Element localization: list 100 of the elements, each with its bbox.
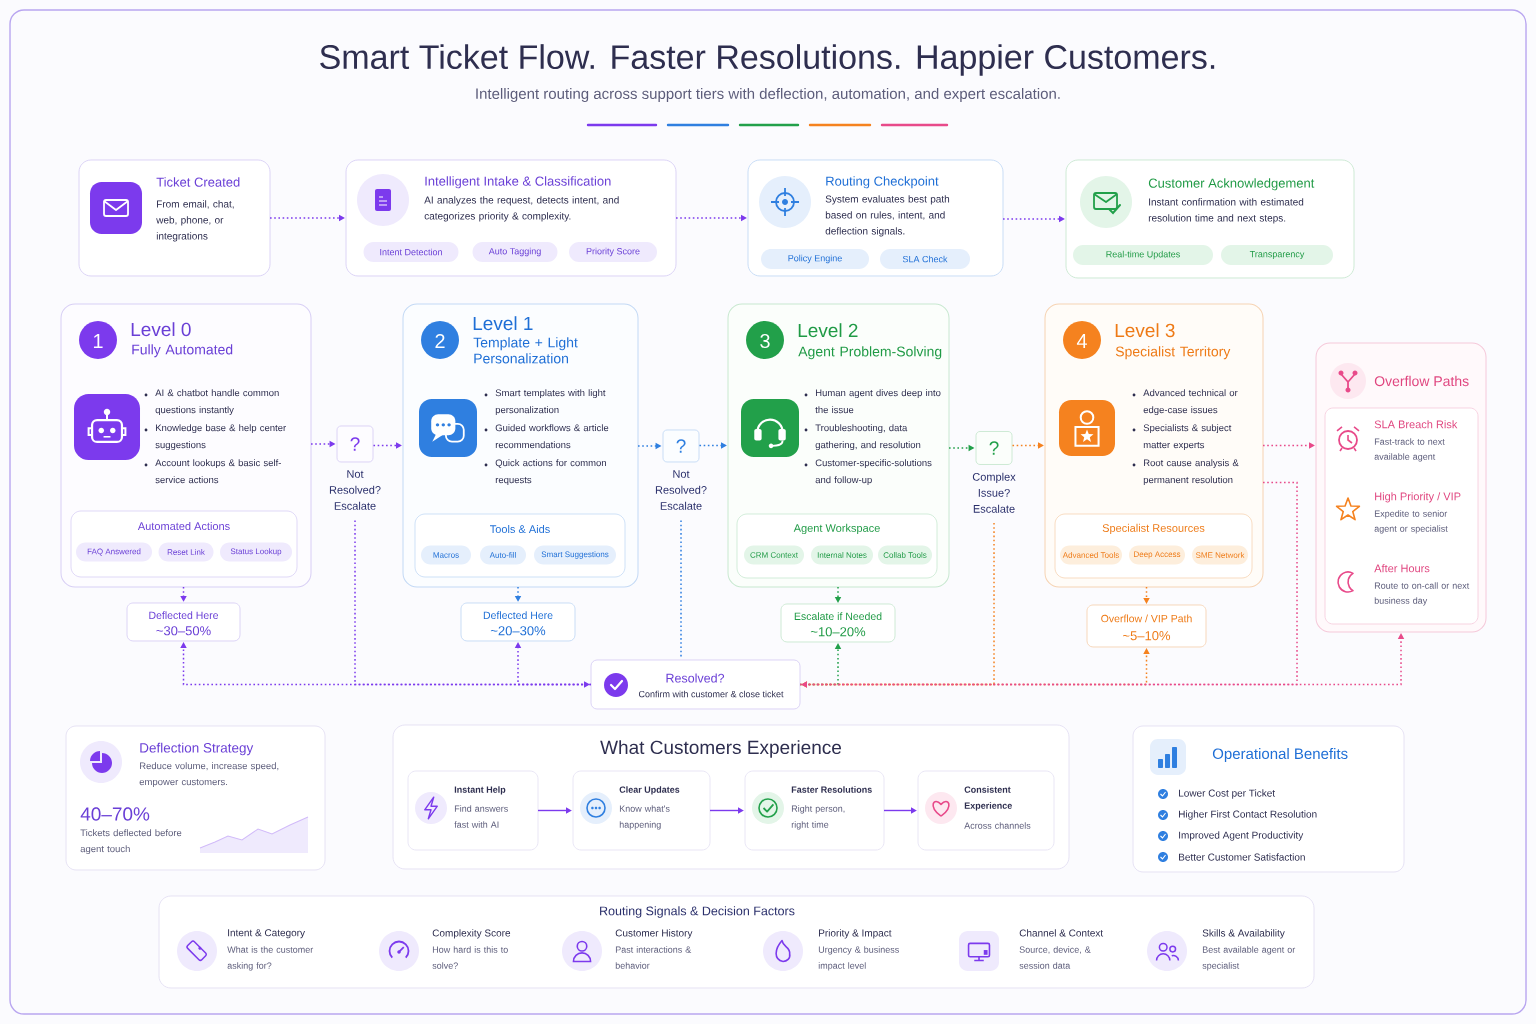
number-badge: 4 xyxy=(1063,321,1101,359)
item-title: Skills & Availability xyxy=(1202,929,1285,939)
number-badge: 1 xyxy=(79,321,117,359)
card-description: From email, chat, web, phone, or integrations xyxy=(156,200,234,242)
panel-title: What Customers Experience xyxy=(600,740,842,758)
card-title: Customer Acknowledgement xyxy=(1148,178,1315,191)
tag-chip: Internal Notes xyxy=(811,545,873,565)
stat-value: 40–70% xyxy=(80,807,150,821)
number-badge: 2 xyxy=(421,321,459,359)
panel-title: Automated Actions xyxy=(137,521,230,531)
check-item: Improved Agent Productivity xyxy=(1158,831,1304,841)
bullet-item: Quick actions for common requests xyxy=(484,459,606,486)
item-description: Route to on-call or next business day xyxy=(1374,582,1470,606)
stat-box: Deflected Here ~30–50% xyxy=(126,602,241,642)
item-title: Complexity Score xyxy=(432,929,511,939)
tag-chip: Smart Suggestions xyxy=(534,545,616,565)
panel-title: Routing Signals & Decision Factors xyxy=(600,906,795,918)
panel-title: Overflow Paths xyxy=(1374,375,1469,387)
bullet-item: Knowledge base & help center suggestions xyxy=(144,424,286,451)
tag-chip: Priority Score xyxy=(569,242,657,262)
level-title: Level 1 xyxy=(473,316,533,331)
arrow xyxy=(537,807,572,814)
arrow xyxy=(801,481,1298,688)
resolution-box: Resolved? Confirm with customer & close ticket xyxy=(590,659,801,710)
panel-title: Tools & Aids xyxy=(490,524,550,534)
tag-chip: CRM Context xyxy=(744,545,804,565)
stat-box: Escalate if Needed ~10–20% xyxy=(780,603,896,643)
item-title: Priority & Impact xyxy=(819,929,892,939)
card-title: Deflection Strategy xyxy=(140,742,254,756)
item-title: Faster Resolutions xyxy=(791,786,872,793)
level-subtitle: Specialist Territory xyxy=(1115,346,1231,360)
level-title: Level 2 xyxy=(798,323,858,338)
arrow xyxy=(354,519,590,688)
item-title: Intent & Category xyxy=(228,929,305,939)
panel-title: Specialist Resources xyxy=(1102,523,1205,535)
bullet-item: Root cause analysis & permanent resolution xyxy=(1132,459,1239,486)
item-description: Expedite to senior agent or specialist xyxy=(1374,510,1448,534)
level-subtitle: Template + Light Personalization xyxy=(473,337,578,364)
question-box: ? xyxy=(336,425,374,463)
item-title: SLA Breach Risk xyxy=(1374,420,1458,429)
check-item: Better Customer Satisfaction xyxy=(1158,852,1305,862)
item-description: What is the customer asking for? xyxy=(227,946,314,971)
title-text: Smart Ticket Flow. Faster Resolutions. Happier Customers. xyxy=(320,44,1215,76)
bullet-item: Troubleshooting, data gathering, and resolution xyxy=(804,424,921,451)
question-box: ? xyxy=(975,431,1013,465)
arrow xyxy=(372,442,402,449)
tag-chip: FAQ Answered xyxy=(76,542,152,562)
panel-title: Agent Workspace xyxy=(793,523,880,535)
item-title: Clear Updates xyxy=(619,786,680,795)
decision-label: Not Resolved? Escalate xyxy=(329,470,381,510)
tag-chip: SME Network xyxy=(1192,545,1248,565)
item-description: Best available agent or specialist xyxy=(1202,946,1296,971)
number-badge: 3 xyxy=(746,321,784,359)
check-item: Higher First Contact Resolution xyxy=(1158,810,1317,820)
card-description: System evaluates best path based on rules, intent, and deflection signals. xyxy=(825,195,950,237)
bullet-item: Human agent dives deep into the issue xyxy=(804,389,941,414)
card-title: Ticket Created xyxy=(156,177,240,187)
card-title: Routing Checkpoint xyxy=(826,176,939,189)
tag-chip: SLA Check xyxy=(880,249,970,269)
card-title: Operational Benefits xyxy=(1212,748,1348,762)
item-description: How hard is this to solve? xyxy=(432,946,508,969)
subtitle-text: Intelligent routing across support tiers with deflection, automation, and expert escalation. xyxy=(476,88,1060,102)
card-description: AI analyzes the request, detects intent, and categorizes priority & complexity. xyxy=(424,196,619,222)
stat-box: Deflected Here ~20–30% xyxy=(460,602,576,642)
level-title: Level 3 xyxy=(1115,323,1175,338)
item-description: Source, device, & session data xyxy=(1019,946,1091,969)
tag-chip: Auto Tagging xyxy=(472,242,558,262)
bullet-item: Customer-specific-solutions and follow-up xyxy=(804,459,932,486)
item-title: Instant Help xyxy=(454,786,506,795)
card-description: Instant confirmation with estimated resolution time and next steps. xyxy=(1148,198,1304,224)
item-description: Know what's happening xyxy=(619,805,670,830)
bullet-item: Guided workflows & article recommendations xyxy=(484,424,609,449)
check-item: Lower Cost per Ticket xyxy=(1158,789,1275,799)
arrow xyxy=(1262,442,1315,449)
bullet-item: Account lookups & basic self-service actions xyxy=(144,459,281,484)
tag-chip: Policy Engine xyxy=(761,249,869,269)
bullet-item: Specialists & subject matter experts xyxy=(1132,424,1232,451)
card-description: Reduce volume, increase speed, empower customers. xyxy=(139,762,279,788)
item-title: High Priority / VIP xyxy=(1375,492,1461,503)
decision-label: Complex Issue? Escalate xyxy=(972,472,1016,513)
item-title: Channel & Context xyxy=(1019,929,1104,937)
item-title: Customer History xyxy=(615,929,693,939)
stat-caption: Tickets deflected before agent touch xyxy=(80,829,182,855)
level-subtitle: Fully Automated xyxy=(132,344,233,358)
arrow xyxy=(514,642,592,686)
decision-label: Not Resolved? Escalate xyxy=(655,470,707,510)
arrow xyxy=(698,442,727,449)
level-subtitle: Agent Problem-Solving xyxy=(798,346,942,360)
item-description: Urgency & business impact level xyxy=(818,946,899,971)
arrow xyxy=(1143,586,1150,604)
tag-chip: Status Lookup xyxy=(220,542,292,562)
arrow xyxy=(180,586,187,602)
level-title: Level 0 xyxy=(131,322,191,337)
bullet-item: AI & chatbot handle common questions instantly xyxy=(144,389,279,416)
item-description: Across channels xyxy=(964,822,1031,829)
arrow xyxy=(709,807,744,814)
arrow xyxy=(1011,442,1044,449)
tag-chip: Deep Access xyxy=(1129,545,1185,565)
item-title: After Hours xyxy=(1374,564,1430,573)
stat-box: Overflow / VIP Path ~5–10% xyxy=(1086,604,1207,648)
